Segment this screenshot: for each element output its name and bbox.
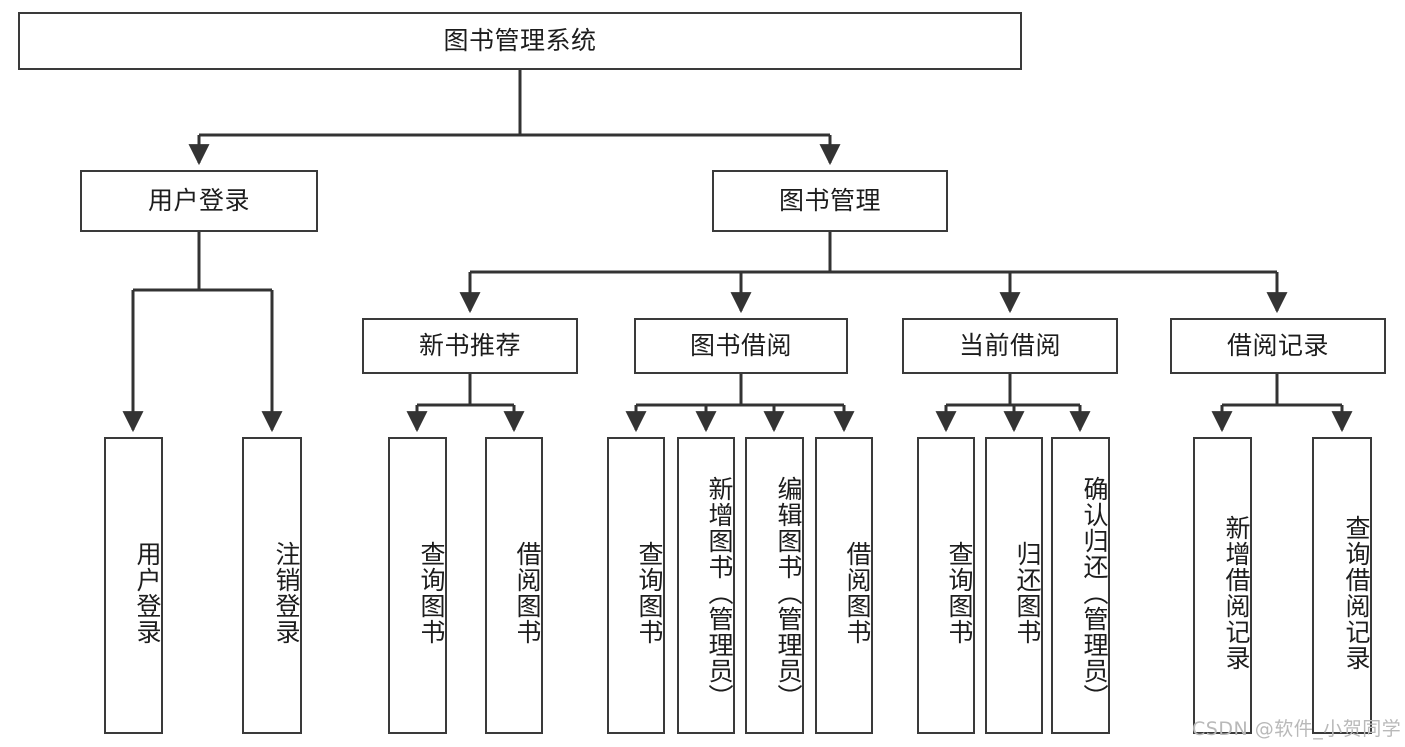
node-leaf-logout-label: 注销登录 <box>272 540 301 645</box>
node-book-manage-label: 图书管理 <box>778 186 881 216</box>
node-book-borrow-label: 图书借阅 <box>689 331 792 361</box>
node-leaf-query-record-label: 查询借阅记录 <box>1342 514 1371 671</box>
node-user-login-label: 用户登录 <box>147 186 250 216</box>
node-root[interactable]: 图书管理系统 <box>18 12 1022 70</box>
node-leaf-confirm-return[interactable]: 确认归还（管理员） <box>1051 437 1110 734</box>
node-current-borrow[interactable]: 当前借阅 <box>902 318 1118 374</box>
node-new-book-rec-label: 新书推荐 <box>418 331 521 361</box>
node-leaf-query-book-2-label: 查询图书 <box>635 540 664 645</box>
csdn-watermark: CSDN @软件_小贺同学 <box>1192 718 1402 740</box>
node-leaf-logout[interactable]: 注销登录 <box>242 437 302 734</box>
node-current-borrow-label: 当前借阅 <box>958 331 1061 361</box>
node-leaf-borrow-book-2-label: 借阅图书 <box>843 540 872 645</box>
node-borrow-record-label: 借阅记录 <box>1226 331 1329 361</box>
node-leaf-query-record[interactable]: 查询借阅记录 <box>1312 437 1372 734</box>
node-book-manage[interactable]: 图书管理 <box>712 170 948 232</box>
node-leaf-borrow-book-2[interactable]: 借阅图书 <box>815 437 873 734</box>
node-new-book-rec[interactable]: 新书推荐 <box>362 318 578 374</box>
node-leaf-user-login[interactable]: 用户登录 <box>104 437 163 734</box>
node-book-borrow[interactable]: 图书借阅 <box>634 318 848 374</box>
node-root-label: 图书管理系统 <box>443 26 597 56</box>
node-leaf-return-book[interactable]: 归还图书 <box>985 437 1043 734</box>
node-leaf-return-book-label: 归还图书 <box>1013 540 1042 645</box>
node-leaf-add-record-label: 新增借阅记录 <box>1222 514 1251 671</box>
node-leaf-edit-book-label: 编辑图书（管理员） <box>774 475 803 710</box>
node-leaf-query-book-1[interactable]: 查询图书 <box>388 437 447 734</box>
node-leaf-borrow-book-1[interactable]: 借阅图书 <box>485 437 543 734</box>
node-leaf-edit-book[interactable]: 编辑图书（管理员） <box>745 437 804 734</box>
node-leaf-add-record[interactable]: 新增借阅记录 <box>1193 437 1252 734</box>
node-leaf-add-book-label: 新增图书（管理员） <box>705 475 734 710</box>
node-leaf-query-book-2[interactable]: 查询图书 <box>607 437 665 734</box>
node-leaf-borrow-book-1-label: 借阅图书 <box>513 540 542 645</box>
node-leaf-query-book-3-label: 查询图书 <box>945 540 974 645</box>
node-leaf-query-book-3[interactable]: 查询图书 <box>917 437 975 734</box>
node-leaf-add-book[interactable]: 新增图书（管理员） <box>677 437 735 734</box>
node-leaf-confirm-return-label: 确认归还（管理员） <box>1080 475 1109 710</box>
node-borrow-record[interactable]: 借阅记录 <box>1170 318 1386 374</box>
node-user-login[interactable]: 用户登录 <box>80 170 318 232</box>
node-leaf-query-book-1-label: 查询图书 <box>417 540 446 645</box>
node-leaf-user-login-label: 用户登录 <box>133 540 162 645</box>
